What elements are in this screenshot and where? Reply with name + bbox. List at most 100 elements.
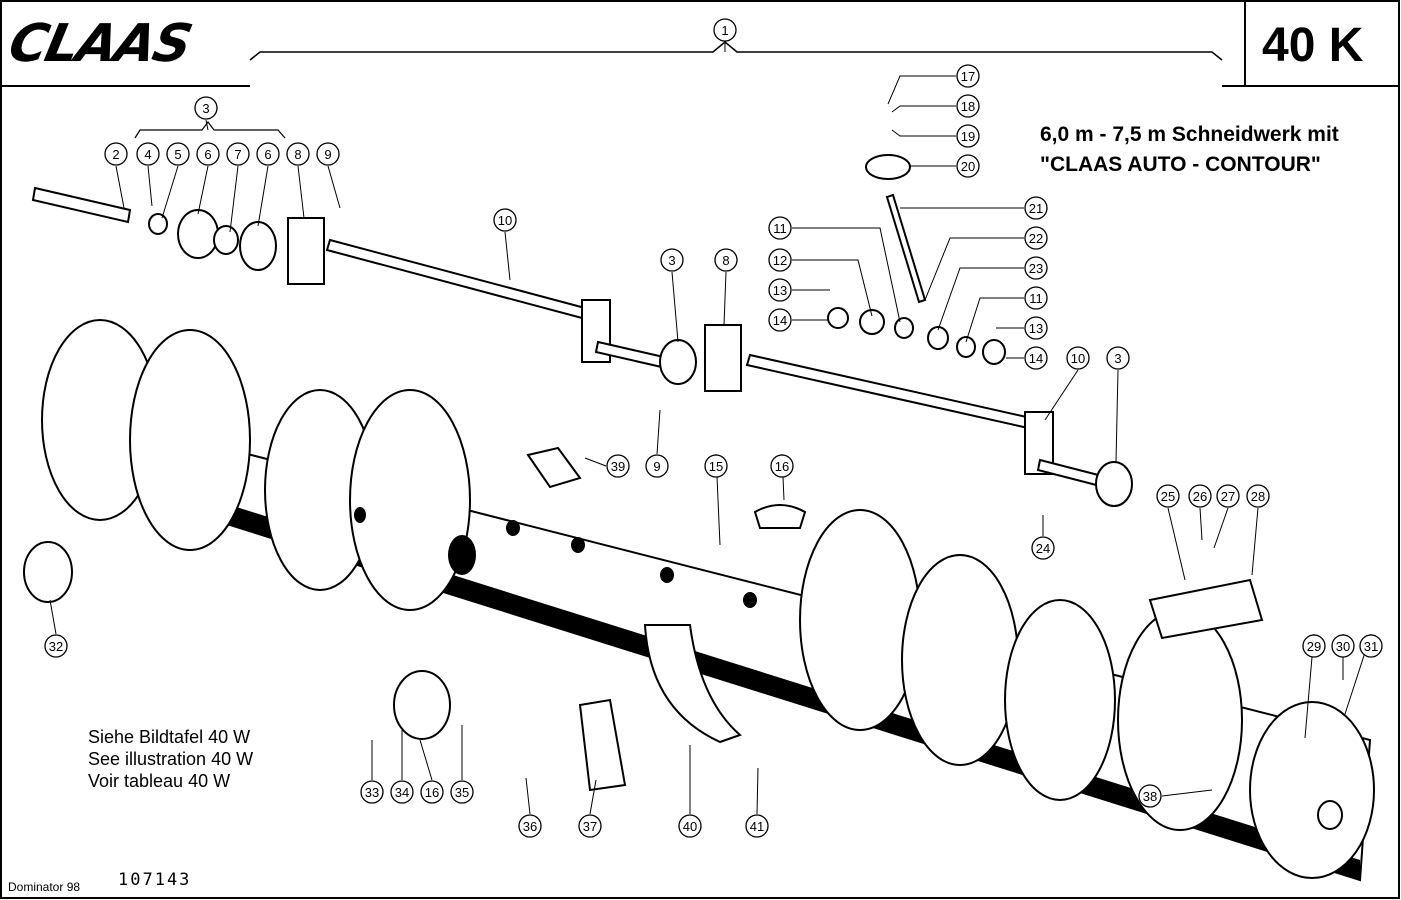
callout-number: 25 [1161,489,1175,504]
callout-number: 21 [1029,201,1043,216]
callout-number: 3 [202,101,209,116]
callout-number: 16 [425,785,439,800]
callout-balloon: 27 [1216,484,1240,508]
callout-leader [1161,789,1213,797]
callout-balloon: 15 [704,454,728,478]
callout-balloon: 33 [360,780,384,804]
flanges [148,209,1133,507]
callout-balloon: 17 [956,64,980,88]
callout-number: 11 [1029,291,1043,306]
drive-shaft-left [31,186,670,370]
callout-leader [792,259,873,317]
callout-balloon: 11 [1024,286,1048,310]
callout-balloon: 14 [768,308,792,332]
callout-number: 40 [683,819,697,834]
callout-number: 6 [204,147,211,162]
callout-leader [197,165,209,215]
callout-number: 24 [1036,541,1050,556]
callout-number: 27 [1221,489,1235,504]
callout-balloon: 23 [1024,256,1048,280]
callout-balloon: 28 [1246,484,1270,508]
callout-leader [161,165,179,219]
callout-number: 3 [1114,351,1121,366]
callout-balloon: 9 [316,142,340,166]
note-en: See illustration 40 W [88,749,254,769]
callout-balloon: 13 [768,278,792,302]
callout-number: 10 [1071,351,1085,366]
callout-number: 16 [775,459,789,474]
callout-number: 39 [611,459,625,474]
callout-balloon: 24 [1031,536,1055,560]
callout-balloon: 37 [578,814,602,838]
callout-leader [205,119,209,131]
callout-number: 20 [961,159,975,174]
callout-number: 9 [324,147,331,162]
callout-leader [891,105,956,113]
callout-number: 15 [709,459,723,474]
callout-number: 8 [294,147,301,162]
callout-balloon: 5 [166,142,190,166]
callout-number: 4 [144,147,151,162]
callout-balloon: 10 [1066,346,1090,370]
callout-leader [965,297,1024,343]
callout-balloon: 10 [493,208,517,232]
callout-leader [1251,507,1259,576]
reference-note: Siehe Bildtafel 40 W See illustration 40… [88,726,253,792]
callout-balloon: 25 [1156,484,1180,508]
callout-leader [584,457,607,467]
callout-leader [1044,369,1079,421]
callout-number: 23 [1029,261,1043,276]
callout-number: 9 [653,459,660,474]
callout-leader [257,165,269,227]
callout-number: 18 [961,99,975,114]
callout-leader [1213,507,1229,549]
callout-balloon: 19 [956,124,980,148]
callout-balloon: 8 [714,248,738,272]
adjuster-parts [827,154,1006,365]
callout-balloon: 30 [1331,634,1355,658]
callout-leader [887,75,956,105]
callout-number: 14 [773,313,787,328]
callout-leader [115,165,125,209]
callout-balloon: 9 [645,454,669,478]
callout-balloon: 3 [660,248,684,272]
callout-leader [656,409,661,455]
callout-balloon: 14 [1024,346,1048,370]
loose-plates [23,446,1264,792]
callout-number: 19 [961,129,975,144]
callout-leader [49,599,57,635]
footer-model: Dominator 98 [8,880,81,894]
callout-balloon: 3 [194,96,218,120]
callout-number: 35 [455,785,469,800]
callout-number: 26 [1193,489,1207,504]
callout-number: 12 [773,253,787,268]
callout-balloon: 6 [196,142,220,166]
callout-leader [937,267,1024,331]
callout-balloon: 35 [450,780,474,804]
callout-leader [1115,369,1119,463]
callout-leader [891,129,956,137]
callout-leader [147,165,153,207]
callout-leader [671,271,679,343]
callout-number: 34 [395,785,409,800]
callout-balloon: 39 [606,454,630,478]
callout-number: 38 [1143,789,1157,804]
callout-number: 36 [523,819,537,834]
callout-leader [229,165,239,233]
callout-balloon: 16 [770,454,794,478]
callout-leader [327,165,341,209]
callout-balloon: 6 [256,142,280,166]
callout-leader [792,227,901,323]
subassembly-bracket [134,121,286,139]
callout-balloon: 7 [226,142,250,166]
callout-balloon: 38 [1138,784,1162,808]
callout-balloon: 29 [1302,634,1326,658]
callout-leader [504,231,511,281]
callout-balloon: 32 [44,634,68,658]
bearing-blocks [287,217,742,392]
callout-balloon: 41 [745,814,769,838]
callout-number: 7 [234,147,241,162]
callout-balloon: 11 [768,216,792,240]
callout-leader [1199,507,1203,541]
